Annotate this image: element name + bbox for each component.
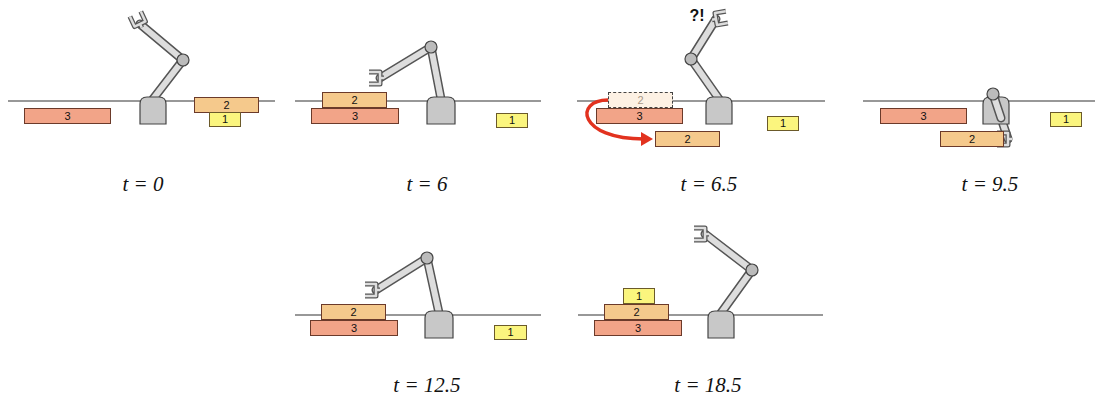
block: 2 <box>194 97 259 113</box>
block: 3 <box>24 108 111 124</box>
block-number: 3 <box>352 111 358 122</box>
block-number: 1 <box>507 327 513 338</box>
block: 2 <box>655 131 720 147</box>
block: 2 <box>940 131 1004 147</box>
block: 1 <box>494 325 527 340</box>
ground-lines <box>8 101 1095 315</box>
block-number: 2 <box>351 95 357 106</box>
block: 1 <box>767 116 799 131</box>
arrow-head <box>641 132 653 146</box>
block: 3 <box>310 320 398 336</box>
block-number: 2 <box>633 307 639 318</box>
time-label: t = 6 <box>406 172 447 196</box>
block: 3 <box>596 108 683 124</box>
block-number: 3 <box>64 111 70 122</box>
exclamation-mark: ?! <box>689 7 704 25</box>
block-number: 1 <box>780 118 786 129</box>
block-number: 2 <box>637 95 643 106</box>
block: 1 <box>209 112 241 127</box>
block-number: 3 <box>351 323 357 334</box>
block: 2 <box>321 304 386 320</box>
time-label: t = 6.5 <box>681 172 738 196</box>
block-number: 1 <box>1063 114 1069 125</box>
block: 3 <box>594 320 682 336</box>
block: 2 <box>322 92 387 108</box>
block-number: 3 <box>635 323 641 334</box>
block-number: 2 <box>684 134 690 145</box>
time-label: t = 18.5 <box>674 373 741 397</box>
block: 1 <box>1050 112 1082 127</box>
block-number: 1 <box>222 114 228 125</box>
time-label: t = 0 <box>122 172 163 196</box>
robot-arm <box>130 11 1012 338</box>
block: 3 <box>880 108 967 124</box>
block: 1 <box>496 113 528 128</box>
block: 1 <box>623 288 655 304</box>
block: 2 <box>608 92 673 108</box>
block-number: 1 <box>636 291 642 302</box>
block-number: 2 <box>969 134 975 145</box>
block-number: 3 <box>636 111 642 122</box>
time-label: t = 12.5 <box>393 373 460 397</box>
block-number: 3 <box>920 111 926 122</box>
block: 2 <box>604 304 669 320</box>
block-number: 2 <box>223 100 229 111</box>
block-number: 1 <box>509 115 515 126</box>
time-label: t = 9.5 <box>962 172 1019 196</box>
block: 3 <box>311 108 399 124</box>
block-number: 2 <box>350 307 356 318</box>
